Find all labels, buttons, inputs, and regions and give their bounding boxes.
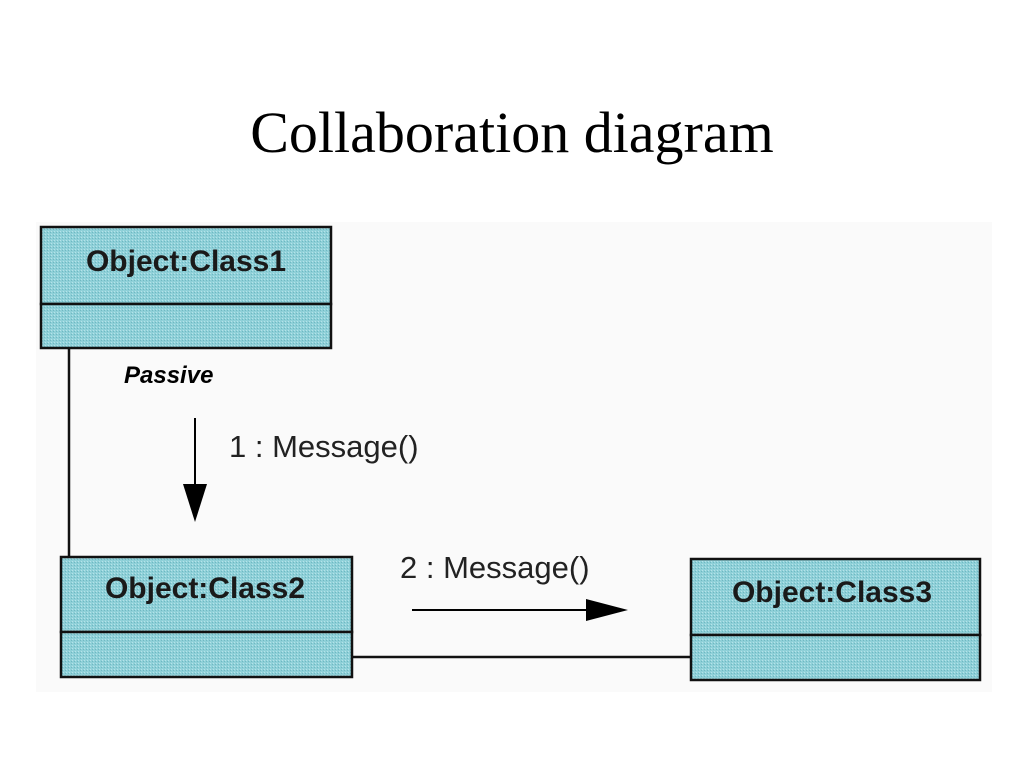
object-class1-name-compartment [39,225,333,306]
message-2-arrowhead-icon [586,599,628,621]
message-1-label: 1 : Message() [229,429,419,464]
object-class3-name-compartment [689,557,982,637]
message-1: 1 : Message() [183,418,419,522]
message-1-arrowhead-icon [183,484,207,522]
object-class3-label: Object:Class3 [732,576,932,609]
association-passive-label: Passive [124,362,213,389]
object-class2-attribute-compartment [59,630,354,679]
object-class2-label: Object:Class2 [105,572,305,605]
object-class1[interactable]: Object:Class1 [39,225,333,350]
message-2-label: 2 : Message() [400,550,590,585]
message-2: 2 : Message() [400,550,628,621]
object-class1-label: Object:Class1 [86,245,286,278]
object-class3-attribute-compartment [689,633,982,682]
object-class3[interactable]: Object:Class3 [689,557,982,682]
slide-title: Collaboration diagram [250,100,774,165]
object-class1-attribute-compartment [39,302,333,350]
object-class2[interactable]: Object:Class2 [59,555,354,679]
